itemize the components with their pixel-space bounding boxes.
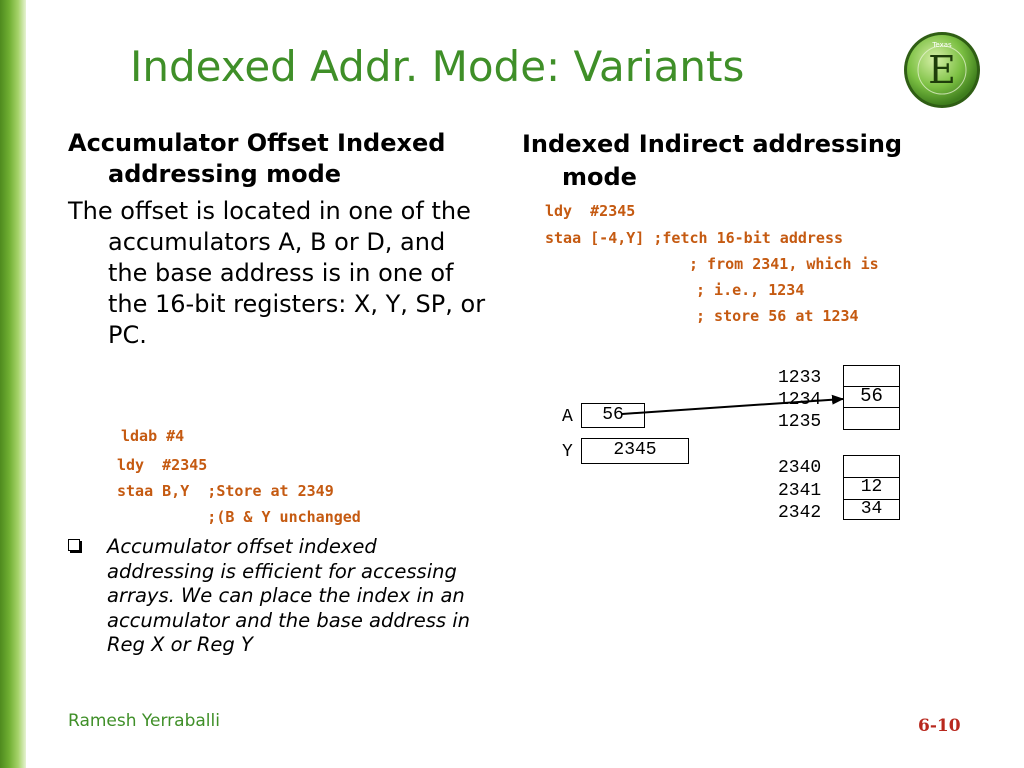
arrow-line [621,394,844,415]
bullet-item: Accumulator offset indexed addressing is… [68,535,488,658]
register-a-label: A [562,407,573,427]
memory-address-2341: 2341 [778,481,822,501]
right-code-line-4: ; i.e., 1234 [696,281,805,299]
slide-title: Indexed Addr. Mode: Variants [130,42,745,91]
logo-small-text: Texas [931,41,952,49]
left-code-line-1: ldab #4 [121,427,185,445]
memory-address-1233: 1233 [778,368,822,388]
bullet-text: Accumulator offset indexed addressing is… [107,535,471,656]
right-code-line-3: ; from 2341, which is [689,255,879,273]
right-code-line-2: staa [-4,Y] ;fetch 16-bit address [545,229,844,247]
footer-author: Ramesh Yerraballi [68,711,220,731]
logo-letter: E [928,48,956,92]
memory-address-2342: 2342 [778,503,822,523]
left-code-line-3: staa B,Y ;Store at 2349 [117,482,334,500]
memory-address-1234: 1234 [778,390,822,410]
right-code-line-5: ; store 56 at 1234 [696,307,859,325]
ee-logo-icon: Texas E [904,32,980,108]
memory-cell-1235 [843,407,900,430]
right-code-line-1: ldy #2345 [545,202,636,220]
memory-address-1235: 1235 [778,412,822,432]
register-y-box: 2345 [581,438,689,464]
left-code-line-2: ldy #2345 [117,456,208,474]
register-a-box: 56 [581,403,645,428]
memory-cell-2342: 34 [843,499,900,520]
left-code-line-4: ;(B & Y unchanged [117,508,361,526]
footer-page-number: 6-10 [918,716,961,736]
left-heading: Accumulator Offset Indexed addressing mo… [68,129,446,188]
left-paragraph: The offset is located in one of the accu… [68,197,486,349]
left-column: Accumulator Offset Indexed addressing mo… [68,128,488,351]
bullet-square-icon [68,539,80,551]
side-bar-decoration [0,0,26,768]
memory-address-2340: 2340 [778,458,822,478]
right-heading: Indexed Indirect addressing mode [522,130,903,191]
register-y-label: Y [562,442,573,462]
